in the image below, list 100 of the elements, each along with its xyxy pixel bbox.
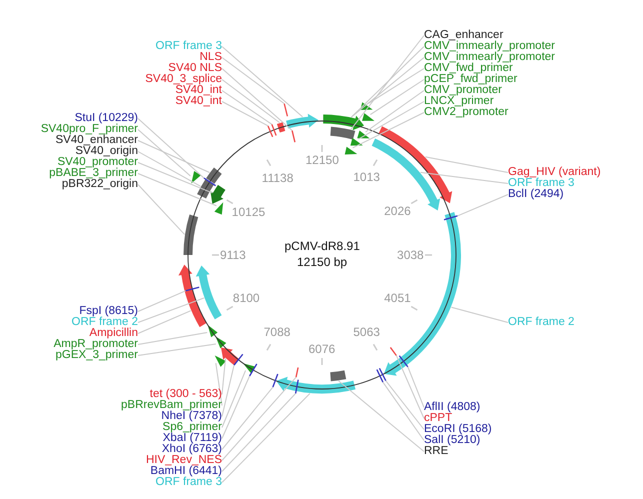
position-number: 2026 (384, 204, 411, 218)
feature-label: SalI (5210) (424, 435, 480, 446)
feature-label: AflII (4808) (424, 402, 480, 413)
leader-line (338, 380, 424, 452)
feature-label: ORF frame 3 (156, 477, 222, 488)
feature-label: RRE (424, 446, 448, 457)
feature-label: SV40 NLS (168, 63, 222, 74)
triangle-marker (214, 356, 226, 367)
feature-label: ORF frame 2 (72, 317, 138, 328)
plasmid-size: 12150 bp (297, 256, 348, 269)
position-number: 3038 (397, 248, 424, 262)
tick-mark (390, 347, 397, 356)
leader-line (222, 68, 293, 132)
position-number: 7088 (264, 326, 290, 339)
tick-mark (234, 354, 244, 366)
tick-mark (284, 103, 288, 116)
feature-label: CMV_immearly_promoter (424, 41, 556, 52)
leader-line (138, 151, 202, 187)
feature-label: BamHI (6441) (150, 466, 222, 477)
tick-mark (376, 369, 384, 382)
leader-line (350, 35, 424, 130)
feature-label: cPPT (424, 413, 452, 424)
leader-line (352, 112, 424, 148)
tick-mark (272, 374, 278, 388)
feature-arc (286, 114, 318, 128)
triangle-marker (208, 324, 218, 338)
leader-line (138, 290, 186, 312)
tick-mark (267, 126, 274, 138)
feature-arc (323, 114, 364, 130)
position-number: 9113 (220, 248, 246, 262)
feature-label: BclI (2494) (508, 189, 564, 200)
position-number: 4051 (384, 292, 411, 306)
leader-line (222, 370, 246, 428)
position-number: 1013 (353, 171, 380, 184)
feature-label: SV40pro_F_primer (40, 124, 138, 135)
triangle-marker (350, 138, 363, 146)
leader-line (396, 354, 424, 419)
triangle-marker (214, 202, 224, 215)
feature-label: XhoI (6763) (162, 444, 222, 455)
feature-arc (330, 126, 356, 140)
triangle-marker (344, 146, 358, 155)
leader-line (138, 173, 217, 206)
feature-arc (197, 179, 214, 198)
feature-label: CMV_promoter (424, 85, 502, 96)
feature-arc (184, 214, 198, 255)
leader-line (358, 101, 424, 140)
leader-line (385, 380, 424, 430)
leader-line (370, 79, 424, 116)
leader-line (222, 386, 274, 450)
leader-line (138, 184, 186, 235)
leader-line (350, 57, 424, 118)
feature-label: Ampicillin (89, 328, 138, 339)
feature-arc (210, 184, 226, 204)
feature-arc (378, 126, 452, 204)
feature-label: ORF frame 3 (156, 41, 222, 52)
tick-mark (295, 367, 299, 378)
feature-label: EcoRI (5168) (424, 424, 492, 435)
position-number: 5063 (353, 326, 380, 339)
feature-label: XbaI (7119) (162, 433, 222, 444)
leader-line (222, 364, 235, 417)
triangle-marker (360, 102, 373, 110)
feature-arc (196, 266, 222, 320)
tick-mark (378, 368, 386, 382)
leader-line (222, 57, 285, 104)
triangle-marker (191, 170, 201, 184)
position-number: 6076 (308, 342, 336, 356)
position-number: 12150 (306, 154, 339, 168)
feature-arc (330, 370, 346, 382)
feature-label: CMV_fwd_primer (424, 63, 513, 74)
feature-label: LNCX_primer (424, 96, 494, 107)
feature-label: pBR322_origin (62, 179, 138, 190)
leader-line (365, 90, 424, 132)
feature-label: NLS (200, 52, 222, 63)
feature-label: SV40_3_splice (145, 74, 222, 85)
leader-line (138, 310, 192, 334)
triangle-marker (362, 113, 374, 121)
feature-label: CMV2_promoter (424, 107, 508, 118)
triangle-marker (216, 336, 226, 348)
leader-line (407, 366, 424, 408)
leader-line (138, 344, 216, 356)
leader-line (222, 358, 226, 395)
leader-line (222, 376, 296, 461)
leader-line (222, 101, 268, 126)
feature-label: CAG_enhancer (424, 30, 504, 41)
feature-label: HIV_Rev_NES (146, 455, 222, 466)
feature-arc (206, 168, 222, 184)
leader-line (222, 393, 296, 472)
leader-line (138, 140, 210, 173)
leader-line (382, 382, 424, 441)
leader-line (450, 306, 508, 323)
leader-line (215, 362, 222, 406)
feature-label: pCEP_fwd_primer (424, 74, 518, 85)
feature-label: Gag_HIV (variant) (508, 167, 601, 178)
feature-arc (178, 264, 207, 328)
tick-mark (204, 177, 216, 186)
leader-line (138, 332, 208, 345)
leader-line (222, 376, 250, 439)
tick-mark (291, 130, 296, 142)
leader-line (420, 172, 508, 184)
leader-line (222, 90, 272, 125)
